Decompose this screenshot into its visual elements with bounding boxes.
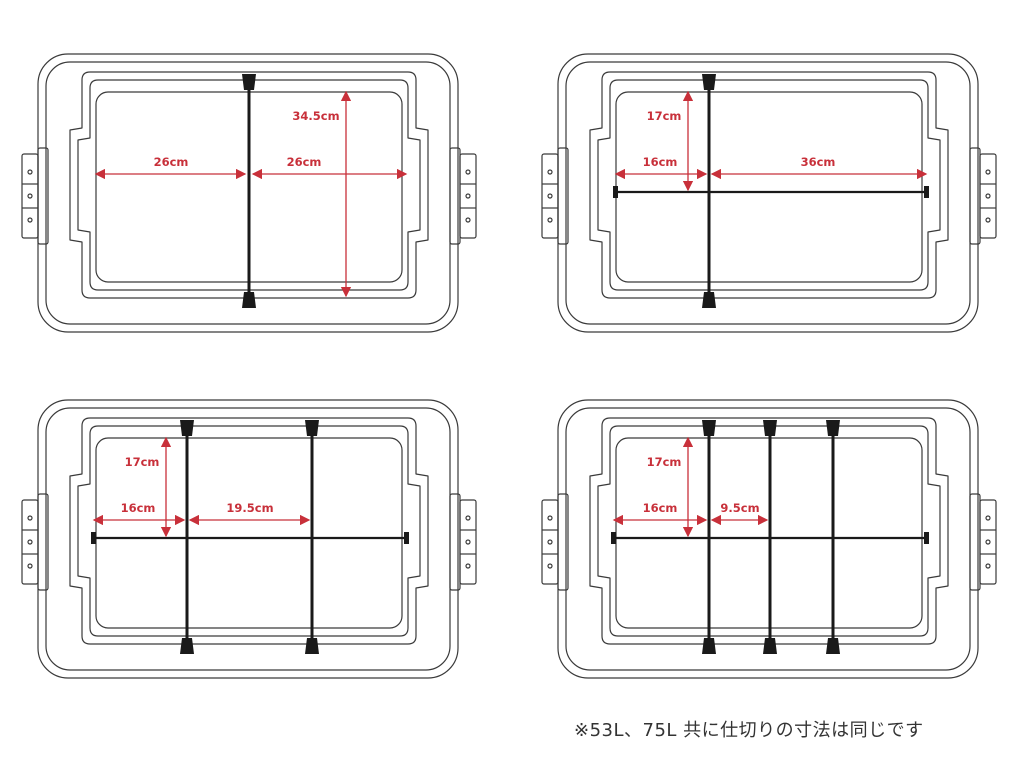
layout-diagram-cross-divider: 17cm 16cm 36cm: [536, 50, 1006, 350]
dimension-label: 17cm: [647, 455, 682, 469]
dimension-label: 26cm: [287, 155, 322, 169]
dimension-label: 16cm: [121, 501, 156, 515]
layout-diagram-one-vertical-divider: 26cm 26cm 34.5cm: [16, 50, 486, 350]
dimension-label: 17cm: [125, 455, 160, 469]
dimension-label: 19.5cm: [226, 501, 273, 515]
container-outline: [21, 399, 477, 679]
dimension-label: 26cm: [154, 155, 189, 169]
horizontal-divider: [613, 186, 929, 198]
vertical-divider: [242, 74, 256, 308]
footnote: ※53L、75L 共に仕切りの寸法は同じです: [574, 720, 924, 741]
layout-diagram-two-vertical-dividers: 17cm 16cm 19.5cm: [16, 396, 486, 696]
dimension-label: 17cm: [647, 109, 682, 123]
dimension-label: 16cm: [643, 155, 678, 169]
dimension-label: 9.5cm: [720, 501, 759, 515]
layout-diagram-three-vertical-dividers: 17cm 16cm 9.5cm: [536, 396, 1006, 696]
horizontal-divider: [91, 532, 409, 544]
horizontal-divider: [611, 532, 929, 544]
dimension-label: 36cm: [801, 155, 836, 169]
dimension-label: 34.5cm: [292, 109, 339, 123]
dimension-label: 16cm: [643, 501, 678, 515]
